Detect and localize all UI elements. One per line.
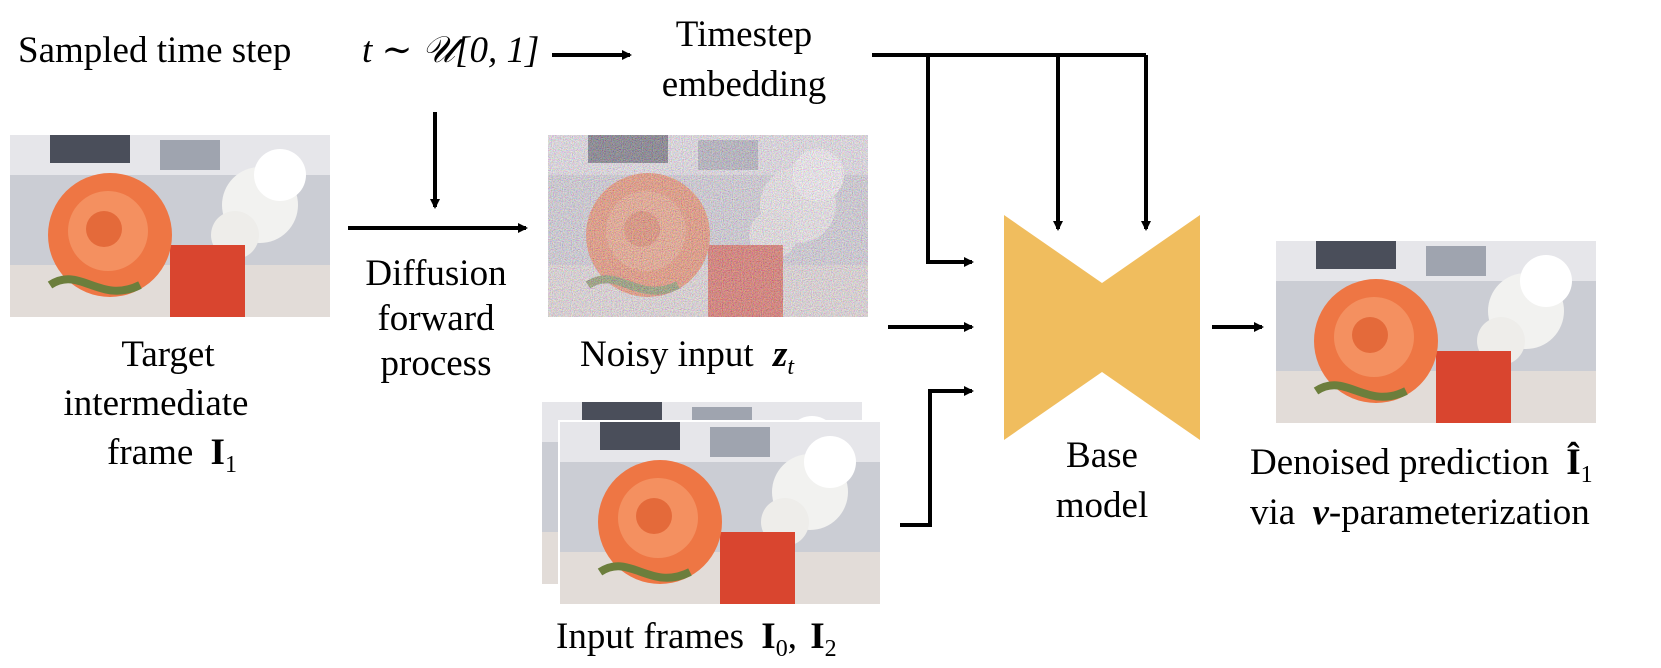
base-model-shape xyxy=(1004,215,1200,440)
timestep-embedding-line2: embedding xyxy=(662,64,826,105)
base-model-line2: model xyxy=(1056,485,1148,526)
input-frames-label: Input frames I0, I2 xyxy=(556,616,837,662)
denoised-prediction-label: Denoised prediction Î1 xyxy=(1250,441,1593,488)
arrow-inputs-to-model xyxy=(900,386,974,527)
noisy-input-label: Noisy input zt xyxy=(580,334,795,380)
time-distribution-formula: t ∼ 𝒰[0, 1] xyxy=(362,30,539,71)
input-frames-image xyxy=(542,402,882,606)
target-label-line2: intermediate xyxy=(64,383,249,424)
arrow-embedding-left xyxy=(926,55,974,267)
target-frame-image xyxy=(10,135,330,317)
base-model-line1: Base xyxy=(1066,435,1138,476)
denoised-output-image xyxy=(1276,241,1596,423)
noisy-input-image xyxy=(548,135,868,317)
diffusion-forward-line3: process xyxy=(381,343,492,384)
timestep-embedding-line1: Timestep xyxy=(676,14,812,55)
target-label-line1: Target xyxy=(121,334,215,375)
diffusion-forward-line2: forward xyxy=(377,298,495,339)
sampled-time-step-label: Sampled time step xyxy=(18,30,291,71)
target-label-line3: frame I1 xyxy=(107,432,237,478)
v-parameterization-label: via v-parameterization xyxy=(1250,492,1590,533)
diffusion-forward-line1: Diffusion xyxy=(365,253,506,294)
